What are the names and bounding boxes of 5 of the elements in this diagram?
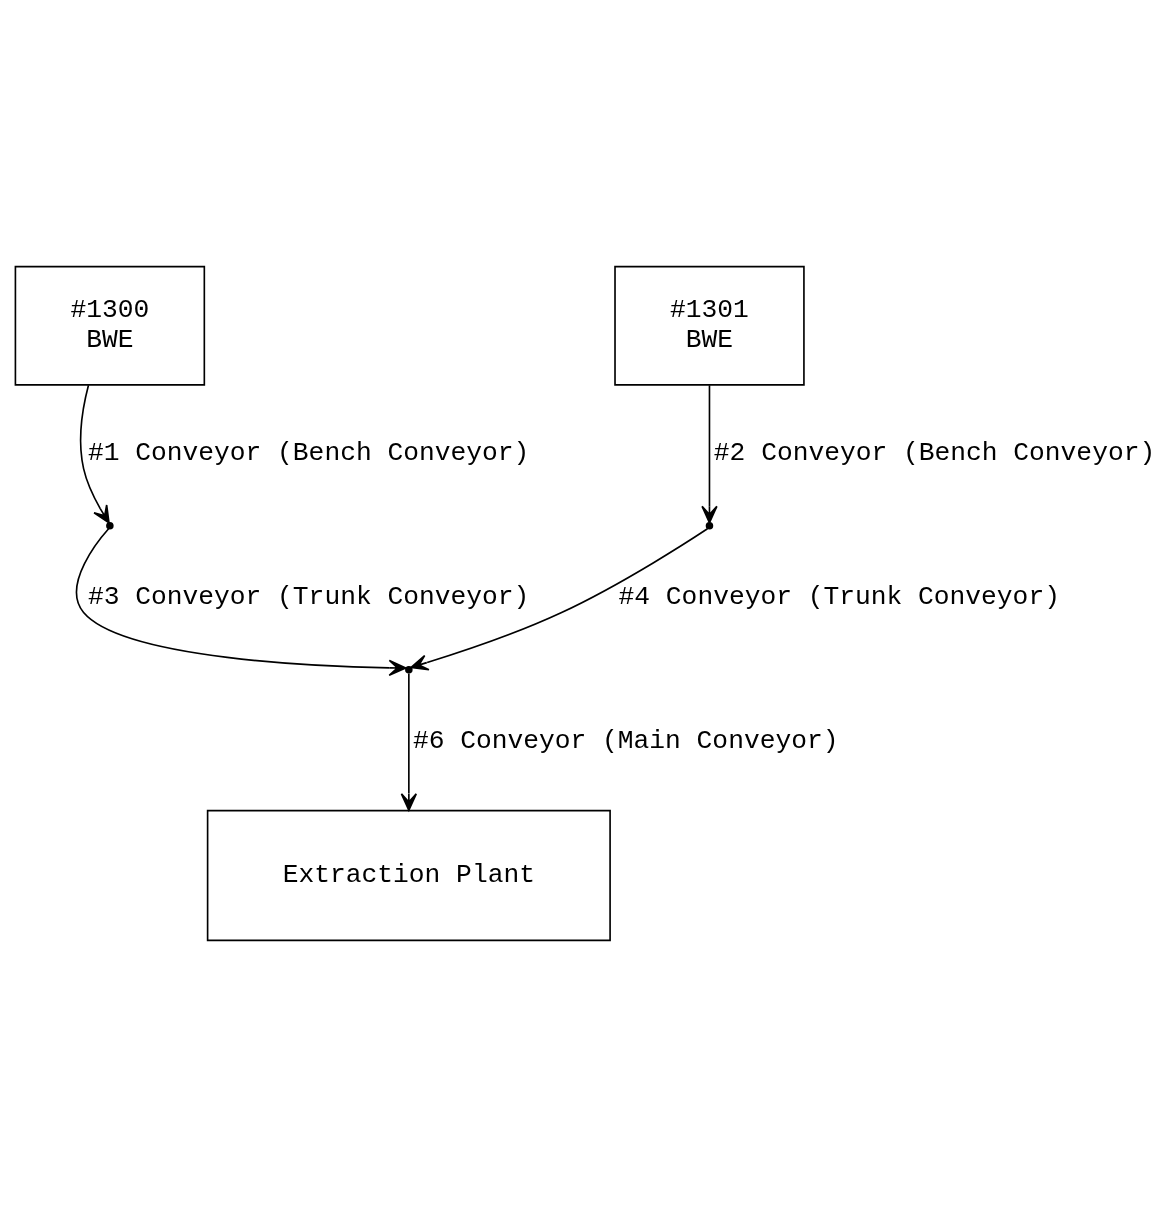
edge-label: #4 Conveyor (Trunk Conveyor) (618, 581, 1060, 612)
edge-label: #2 Conveyor (Bench Conveyor) (713, 438, 1156, 469)
edge-label: #3 Conveyor (Trunk Conveyor) (87, 581, 530, 612)
edge-label: #6 Conveyor (Main Conveyor) (412, 725, 839, 756)
edge-label: #1 Conveyor (Bench Conveyor) (87, 438, 530, 469)
